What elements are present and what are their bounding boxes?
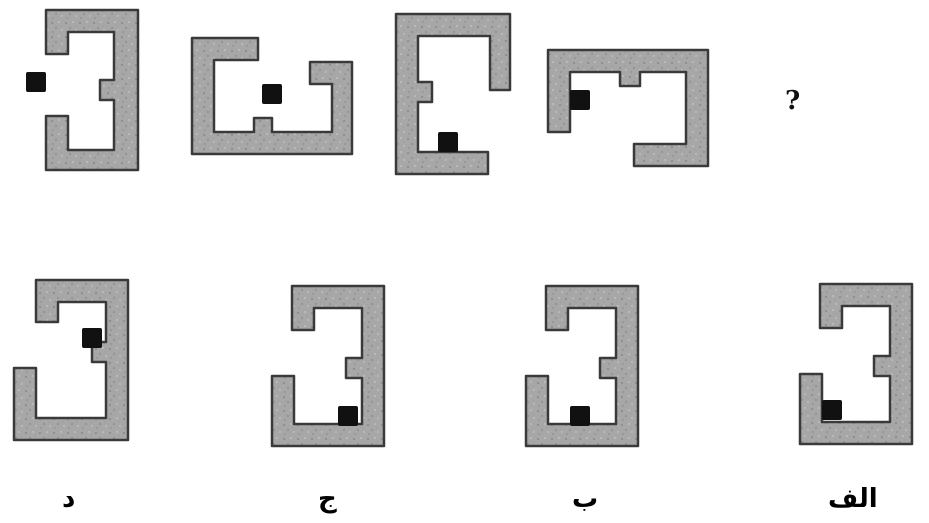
sequence-figure-1 [22, 6, 144, 174]
option-label-alef: الف [828, 486, 878, 512]
option-be-figure[interactable] [522, 282, 646, 450]
sequence-figure-4 [544, 46, 712, 172]
option-label-dal: د [62, 486, 75, 512]
option-jim-marker [338, 406, 358, 426]
sequence-figure-3-marker [438, 132, 458, 152]
sequence-figure-3 [392, 10, 516, 178]
sequence-figure-4-marker [570, 90, 590, 110]
sequence-figure-1-shape [46, 10, 138, 170]
option-jim-figure[interactable] [268, 282, 392, 450]
option-dal-figure[interactable] [10, 276, 134, 446]
option-dal-marker [82, 328, 102, 348]
option-be-marker [570, 406, 590, 426]
sequence-figure-1-marker [26, 72, 46, 92]
sequence-figure-2-marker [262, 84, 282, 104]
option-label-be: ب [572, 486, 598, 512]
sequence-figure-2 [188, 34, 356, 160]
question-mark: ? [785, 88, 800, 114]
option-alef-figure-shape [800, 284, 912, 444]
option-dal-figure-shape [14, 280, 128, 440]
option-label-jim: ج [318, 486, 337, 512]
option-alef-marker [822, 400, 842, 420]
option-alef-figure[interactable] [796, 280, 920, 448]
option-jim-figure-shape [272, 286, 384, 446]
